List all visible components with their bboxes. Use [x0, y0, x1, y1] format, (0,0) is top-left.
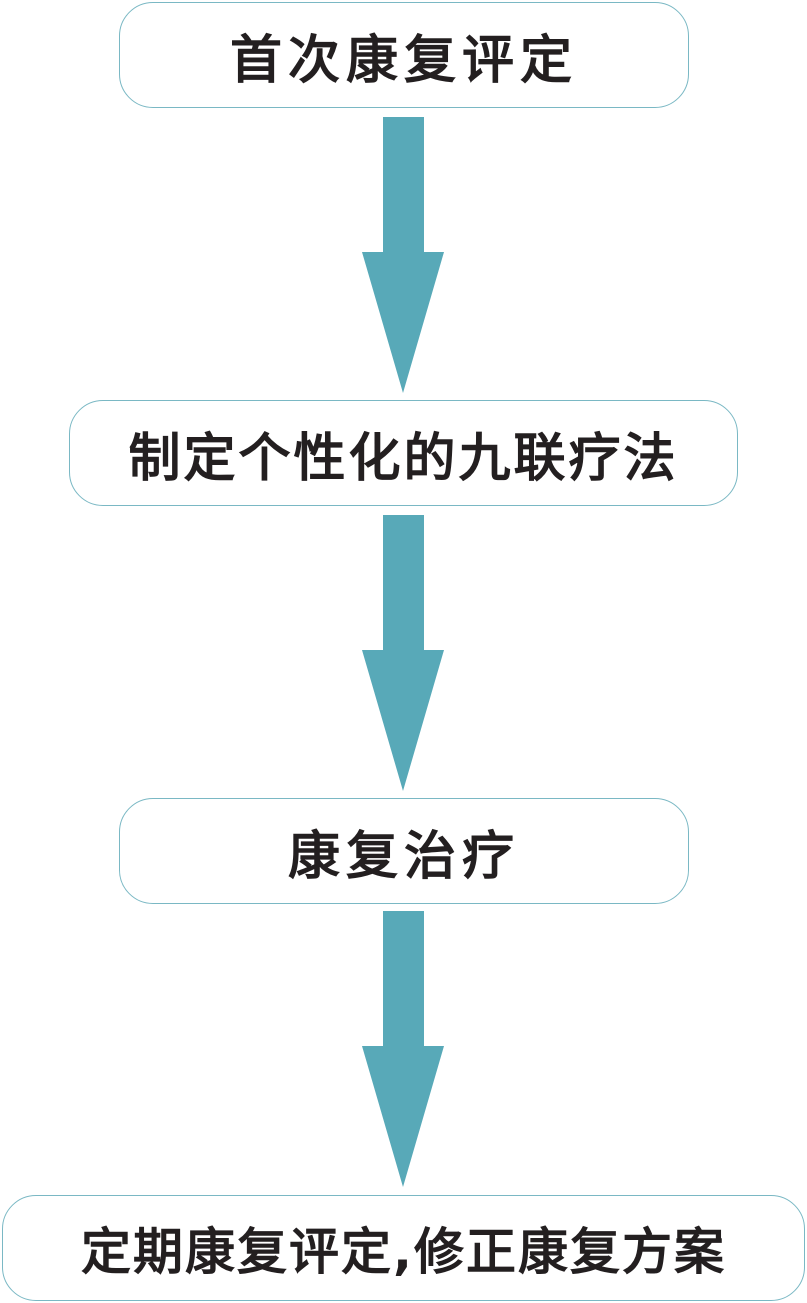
flow-step-personalized-plan: 制定个性化的九联疗法 [69, 400, 738, 506]
arrow-down-icon [362, 515, 444, 791]
flow-step-rehab-treatment: 康复治疗 [119, 798, 689, 904]
flow-step-initial-assessment: 首次康复评定 [119, 2, 689, 108]
arrow-down-icon [362, 117, 444, 393]
arrow-down-icon [362, 911, 444, 1187]
flow-step-periodic-reassessment: 定期康复评定,修正康复方案 [2, 1195, 805, 1301]
